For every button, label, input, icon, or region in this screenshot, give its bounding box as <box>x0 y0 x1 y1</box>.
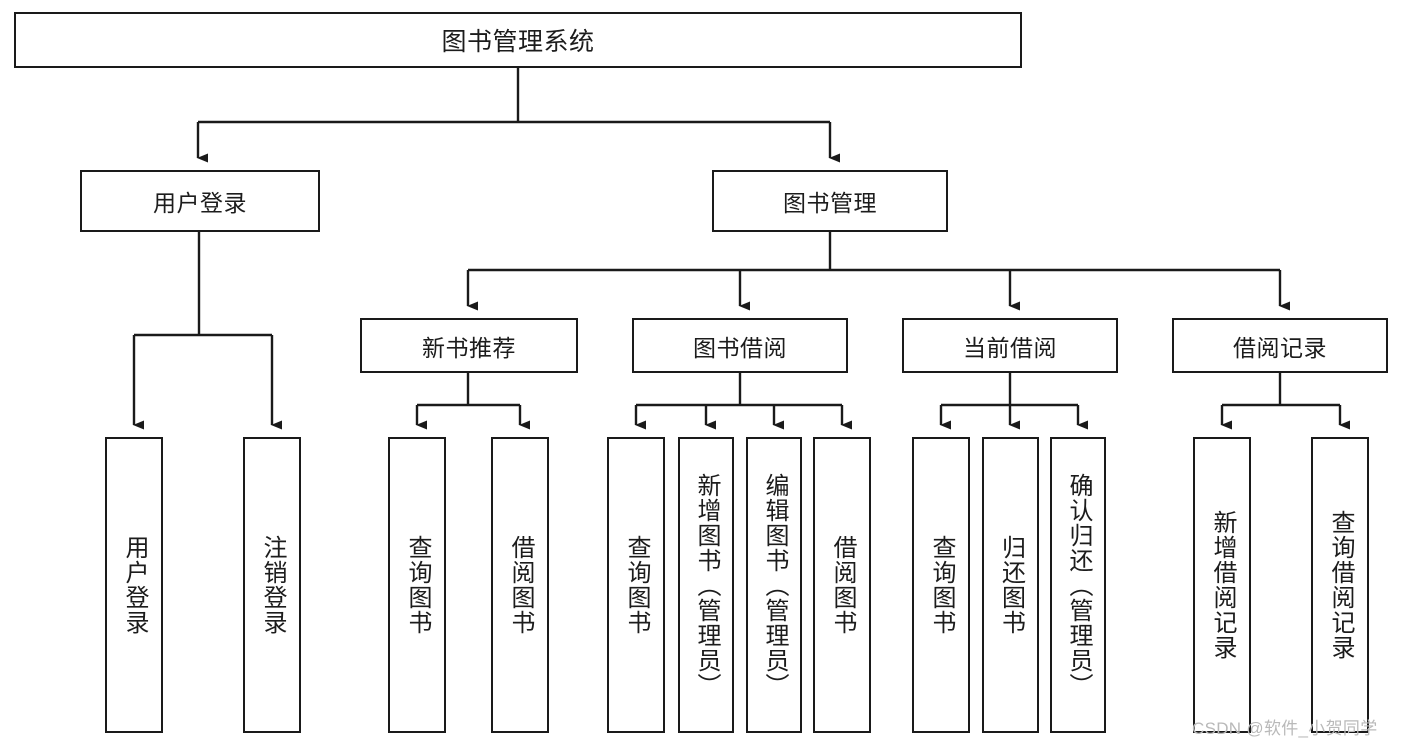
leaf-query-book-borrow[interactable]: 查询图书 <box>607 437 665 733</box>
leaf-borrow-book-recommend[interactable]: 借阅图书 <box>491 437 549 733</box>
leaf-user-login[interactable]: 用户登录 <box>105 437 163 733</box>
csdn-watermark: CSDN @软件_小贺同学 <box>1192 719 1378 738</box>
leaf-add-book-admin[interactable]: 新增图书（管理员） <box>678 437 734 733</box>
leaf-query-book-recommend[interactable]: 查询图书 <box>388 437 446 733</box>
leaf-add-borrow-record[interactable]: 新增借阅记录 <box>1193 437 1251 733</box>
node-new-book-recommend[interactable]: 新书推荐 <box>360 318 578 373</box>
leaf-logout-login[interactable]: 注销登录 <box>243 437 301 733</box>
leaf-confirm-return-admin[interactable]: 确认归还（管理员） <box>1050 437 1106 733</box>
node-user-login[interactable]: 用户登录 <box>80 170 320 232</box>
node-current-borrow[interactable]: 当前借阅 <box>902 318 1118 373</box>
node-book-management-system[interactable]: 图书管理系统 <box>14 12 1022 68</box>
leaf-return-book[interactable]: 归还图书 <box>982 437 1039 733</box>
leaf-edit-book-admin[interactable]: 编辑图书（管理员） <box>746 437 802 733</box>
leaf-borrow-book-borrow[interactable]: 借阅图书 <box>813 437 871 733</box>
node-book-management[interactable]: 图书管理 <box>712 170 948 232</box>
node-borrow-record[interactable]: 借阅记录 <box>1172 318 1388 373</box>
leaf-query-book-current[interactable]: 查询图书 <box>912 437 970 733</box>
node-book-borrow[interactable]: 图书借阅 <box>632 318 848 373</box>
leaf-query-borrow-record[interactable]: 查询借阅记录 <box>1311 437 1369 733</box>
